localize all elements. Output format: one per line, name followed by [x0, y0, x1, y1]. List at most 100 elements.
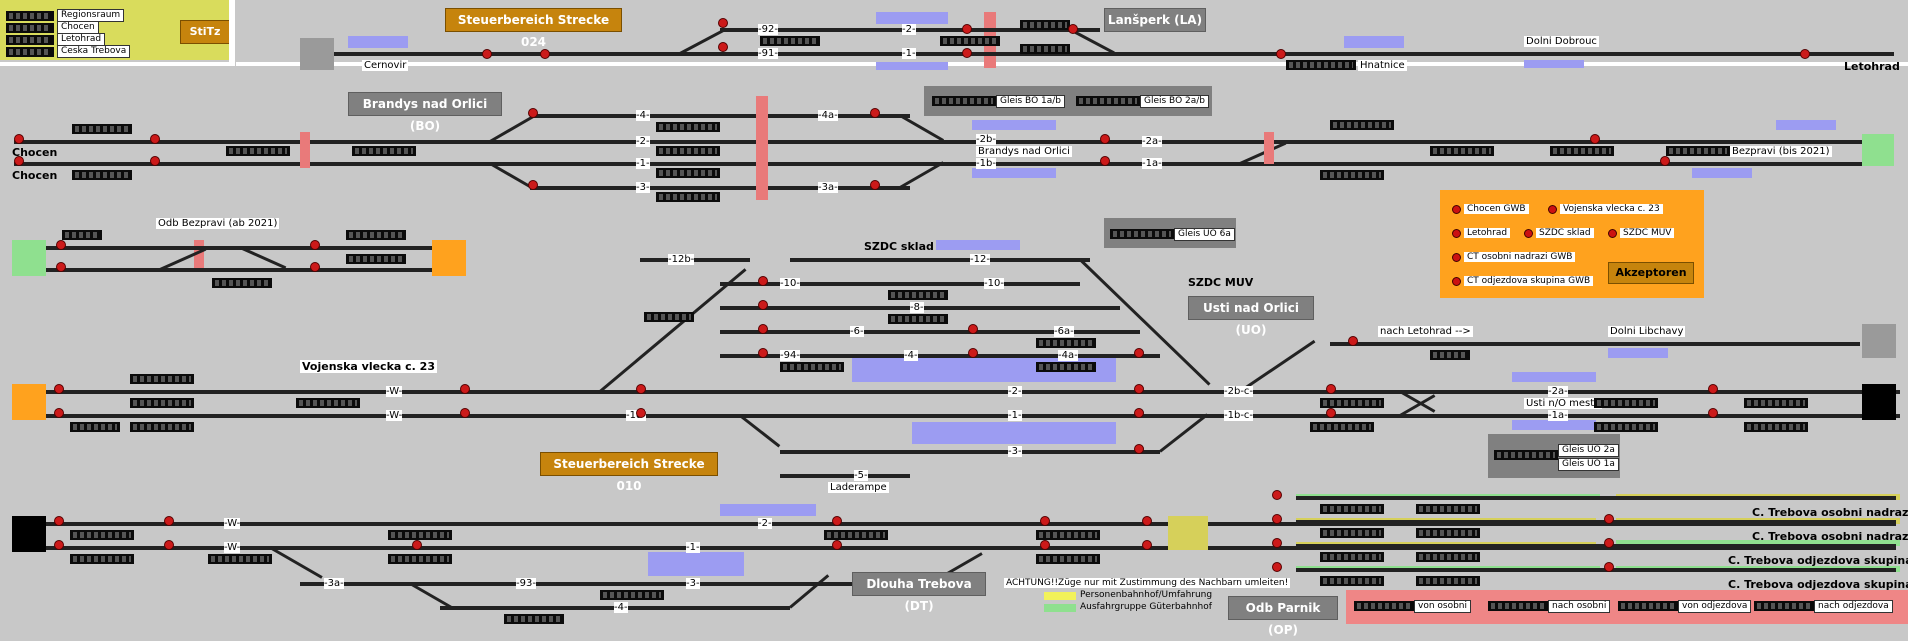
signal-red[interactable] [1276, 49, 1286, 59]
gleis-uo-2a[interactable]: Gleis UO 2a [1558, 444, 1619, 457]
switch [789, 574, 830, 609]
signal-red[interactable] [968, 324, 978, 334]
track-block [1618, 601, 1678, 611]
station-lanspert[interactable]: Lanšperk (LA) [1104, 8, 1206, 32]
signal-red[interactable] [832, 516, 842, 526]
signal-red[interactable] [54, 408, 64, 418]
akz-ct-osobni[interactable]: CT osobni nadrazi GWB [1452, 252, 1576, 262]
signal-red[interactable] [150, 134, 160, 144]
signal-red[interactable] [540, 49, 550, 59]
track-block [656, 122, 720, 132]
signal-red[interactable] [1660, 156, 1670, 166]
signal-red[interactable] [528, 180, 538, 190]
signal-red[interactable] [1604, 514, 1614, 524]
signal-red[interactable] [1134, 444, 1144, 454]
station-odb-parnik[interactable]: Odb Parnik (OP) [1228, 596, 1338, 637]
signal-red[interactable] [1040, 516, 1050, 526]
signal-red[interactable] [54, 516, 64, 526]
track-block [1416, 576, 1480, 586]
signal-red[interactable] [310, 262, 320, 272]
station-dlouha[interactable]: Dlouha Trebova (DT) [852, 572, 986, 613]
signal-red[interactable] [164, 540, 174, 550]
signal-red[interactable] [1068, 24, 1078, 34]
akz-chocen[interactable]: Chocen GWB [1452, 204, 1529, 214]
akz-vojenska[interactable]: Vojenska vlecka c. 23 [1548, 204, 1663, 214]
signal-red[interactable] [1100, 156, 1110, 166]
signal-red[interactable] [412, 540, 422, 550]
signal-red[interactable] [54, 384, 64, 394]
signal-red[interactable] [1326, 384, 1336, 394]
signal-red[interactable] [1708, 408, 1718, 418]
signal-red[interactable] [636, 384, 646, 394]
signal-red[interactable] [1326, 408, 1336, 418]
signal-red[interactable] [1134, 384, 1144, 394]
akz-ct-odjezdova[interactable]: CT odjezdova skupina GWB [1452, 276, 1594, 286]
signal-red[interactable] [636, 408, 646, 418]
nach-osobni[interactable]: nach osobni [1548, 600, 1611, 613]
signal-red[interactable] [56, 262, 66, 272]
occupied-zone [1512, 420, 1596, 430]
signal-red[interactable] [758, 348, 768, 358]
gleis-uo-1a[interactable]: Gleis UO 1a [1558, 458, 1619, 471]
station-brandys[interactable]: Brandys nad Orlici (BO) [348, 92, 502, 133]
signal-icon [1524, 228, 1533, 238]
akz-szdc-muv[interactable]: SZDC MUV [1608, 228, 1675, 238]
gleis-uo-6a[interactable]: Gleis UO 6a [1174, 228, 1235, 241]
gleis-bo-1ab[interactable]: Gleis BO 1a/b [996, 95, 1066, 108]
signal-red[interactable] [758, 300, 768, 310]
akz-letohrad[interactable]: Letohrad [1452, 228, 1511, 238]
track-label-uo2a: -2a- [1548, 386, 1568, 397]
signal-red[interactable] [1134, 348, 1144, 358]
sector-strecke-010[interactable]: Steuerbereich Strecke 010 [540, 452, 718, 493]
signal-red[interactable] [1708, 384, 1718, 394]
signal-red[interactable] [758, 324, 768, 334]
signal-red[interactable] [528, 108, 538, 118]
gleis-bo-2ab[interactable]: Gleis BO 2a/b [1140, 95, 1210, 108]
station-usti[interactable]: Usti nad Orlici (UO) [1188, 296, 1314, 337]
signal-red[interactable] [460, 384, 470, 394]
signal-red[interactable] [1800, 49, 1810, 59]
legend-ceska-trebova[interactable]: Ceska Trebova [57, 45, 131, 58]
signal-red[interactable] [718, 42, 728, 52]
von-odjezdova[interactable]: von odjezdova [1678, 600, 1752, 613]
signal-red[interactable] [758, 276, 768, 286]
signal-red[interactable] [14, 134, 24, 144]
signal-red[interactable] [968, 348, 978, 358]
von-osobni[interactable]: von osobni [1414, 600, 1472, 613]
signal-red[interactable] [460, 408, 470, 418]
boundary-zone [432, 240, 466, 276]
signal-red[interactable] [14, 156, 24, 166]
signal-red[interactable] [54, 540, 64, 550]
akzeptoren-button[interactable]: Akzeptoren [1608, 262, 1694, 284]
stitz-button[interactable]: StiTz [180, 20, 230, 44]
legend-block-icon [6, 46, 54, 57]
signal-red[interactable] [482, 49, 492, 59]
signal-red[interactable] [1142, 516, 1152, 526]
signal-red[interactable] [310, 240, 320, 250]
signal-red[interactable] [1134, 408, 1144, 418]
signal-red[interactable] [962, 48, 972, 58]
signal-red[interactable] [718, 18, 728, 28]
signal-red[interactable] [1590, 134, 1600, 144]
signal-red[interactable] [1272, 514, 1282, 524]
signal-red[interactable] [1604, 562, 1614, 572]
signal-red[interactable] [962, 24, 972, 34]
signal-red[interactable] [150, 156, 160, 166]
akz-szdc-sklad[interactable]: SZDC sklad [1524, 228, 1594, 238]
signal-red[interactable] [1142, 540, 1152, 550]
signal-red[interactable] [1348, 336, 1358, 346]
signal-red[interactable] [1272, 562, 1282, 572]
signal-red[interactable] [1100, 134, 1110, 144]
signal-red[interactable] [1040, 540, 1050, 550]
signal-red[interactable] [832, 540, 842, 550]
signal-red[interactable] [164, 516, 174, 526]
nach-odjezdova[interactable]: nach odjezdova [1814, 600, 1893, 613]
signal-red[interactable] [1272, 538, 1282, 548]
signal-red[interactable] [1272, 490, 1282, 500]
signal-red[interactable] [870, 108, 880, 118]
signal-red[interactable] [870, 180, 880, 190]
sector-strecke-024[interactable]: Steuerbereich Strecke 024 [445, 8, 622, 49]
track-block [388, 530, 452, 540]
signal-red[interactable] [56, 240, 66, 250]
signal-red[interactable] [1604, 538, 1614, 548]
